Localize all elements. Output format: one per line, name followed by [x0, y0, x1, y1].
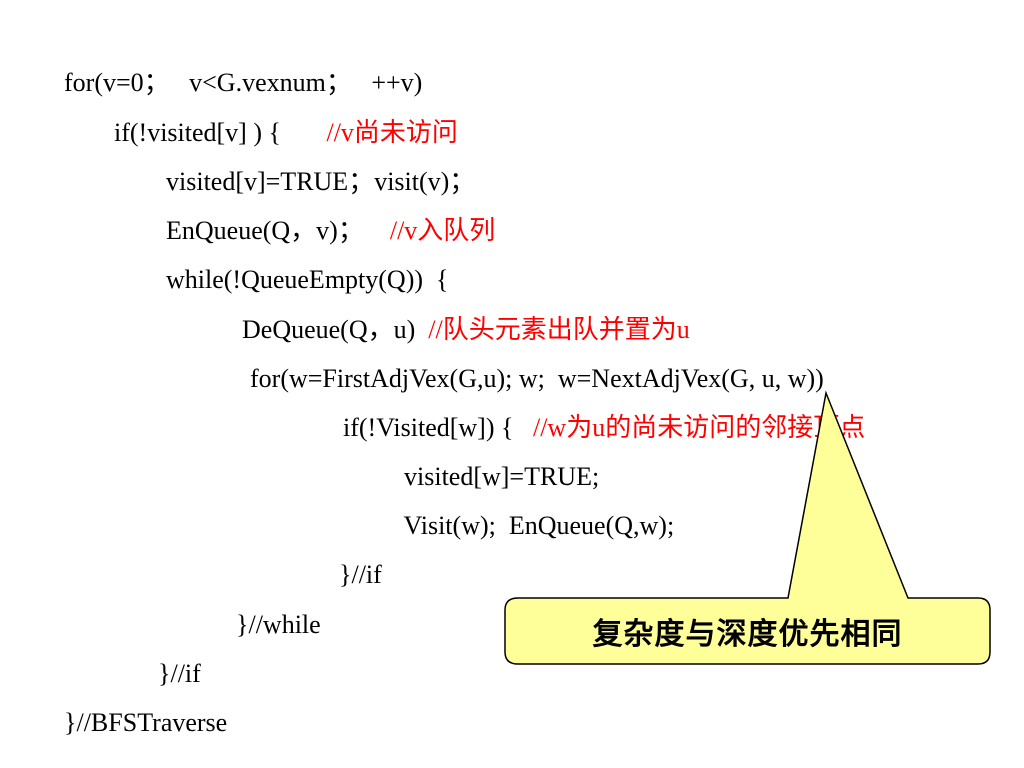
code-line: }//if [132, 629, 201, 719]
code-text: Visit(w); EnQueue(Q,w); [403, 511, 675, 540]
code-line: DeQueue(Q，u) //队头元素出队并置为u [216, 285, 690, 375]
code-comment: //v尚未访问 [326, 118, 458, 147]
callout-bubble-with-pointer [504, 390, 991, 665]
callout-text: 复杂度与深度优先相同 [592, 617, 903, 652]
code-text: if(!Visited[w]) { [343, 413, 533, 442]
code-line: EnQueue(Q，v)； //v入队列 [140, 186, 495, 276]
code-text: visited[w]=TRUE; [404, 462, 600, 491]
code-line: visited[v]=TRUE；visit(v)； [140, 137, 475, 227]
code-text: EnQueue(Q，v)； [166, 216, 390, 245]
code-line: for(v=0； v<G.vexnum； ++v) [38, 38, 422, 128]
code-text: DeQueue(Q，u) [242, 315, 429, 344]
code-text: }//if [158, 659, 201, 688]
code-text: }//if [339, 560, 382, 589]
code-line: for(w=FirstAdjVex(G,u); w; w=NextAdjVex(… [224, 334, 824, 424]
code-line: }//while [210, 580, 321, 670]
code-line: }//if [313, 530, 382, 620]
code-line: Visit(w); EnQueue(Q,w); [378, 481, 675, 571]
code-text: }//while [236, 610, 321, 639]
code-comment: //w为u的尚未访问的邻接顶点 [532, 413, 866, 442]
code-line: if(!Visited[w]) { //w为u的尚未访问的邻接顶点 [317, 383, 865, 473]
code-line: while(!QueueEmpty(Q)) { [140, 235, 449, 325]
code-text: if(!visited[v] ) { [114, 118, 327, 147]
code-line: }//BFSTraverse [38, 678, 227, 768]
code-text: while(!QueueEmpty(Q)) { [166, 265, 449, 294]
code-text: for(v=0； v<G.vexnum； ++v) [64, 68, 423, 97]
code-text: for(w=FirstAdjVex(G,u); w; w=NextAdjVex(… [250, 364, 824, 393]
code-line: if(!visited[v] ) { //v尚未访问 [88, 88, 458, 178]
code-line: visited[w]=TRUE; [378, 432, 599, 522]
code-text: visited[v]=TRUE；visit(v)； [166, 167, 476, 196]
code-text: }//BFSTraverse [64, 708, 228, 737]
code-comment: //v入队列 [389, 216, 496, 245]
code-comment: //队头元素出队并置为u [428, 315, 690, 344]
